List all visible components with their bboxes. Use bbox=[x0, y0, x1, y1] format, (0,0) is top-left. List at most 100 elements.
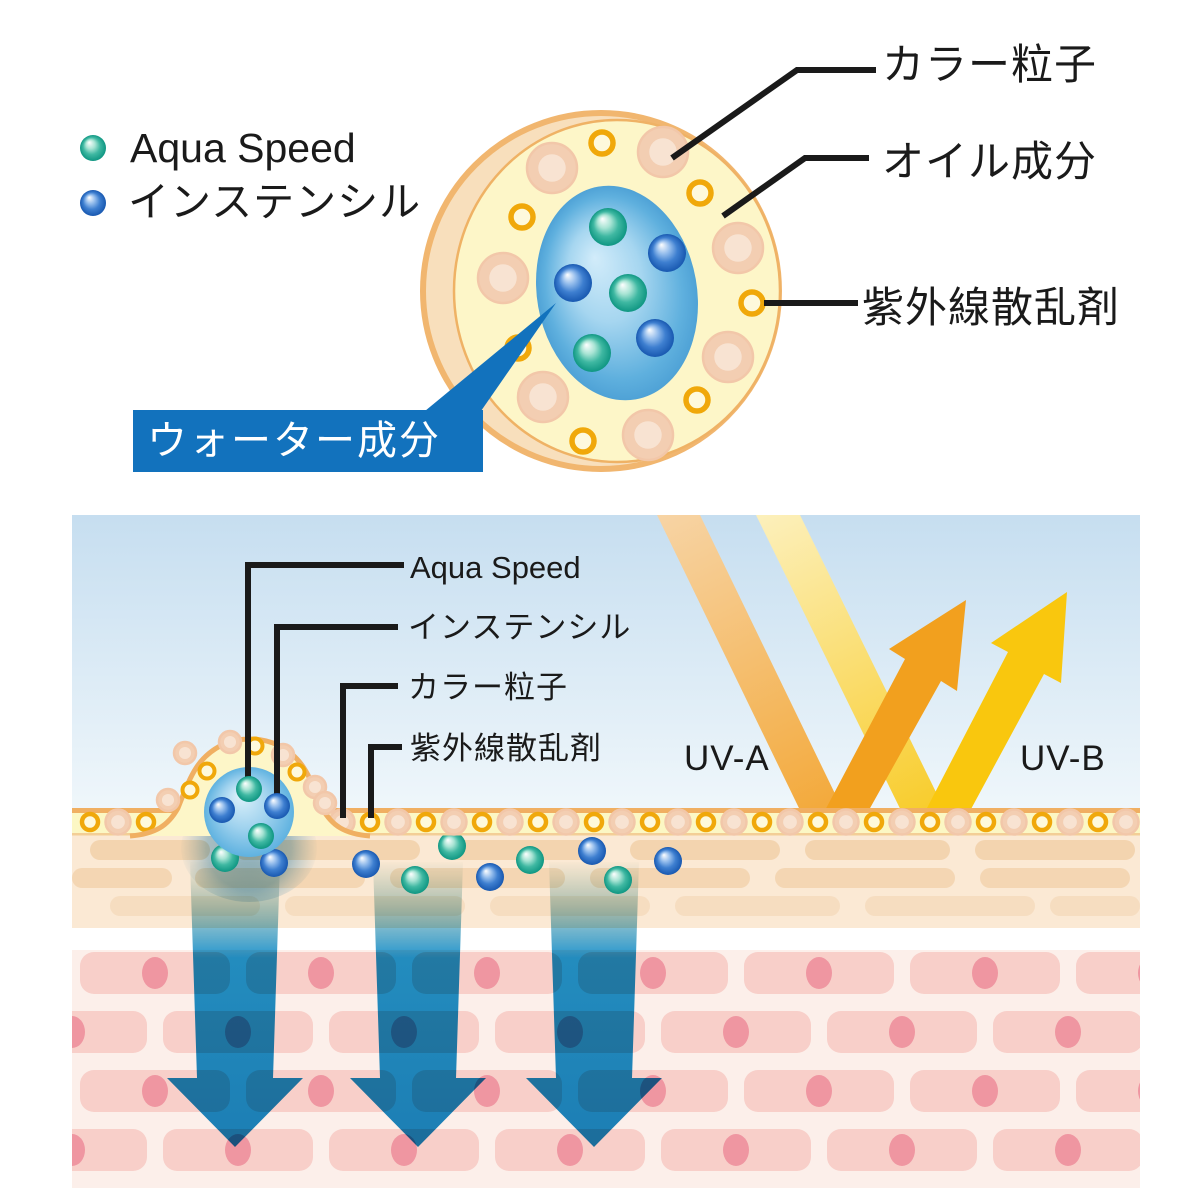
color-particle-core bbox=[447, 815, 461, 829]
instencil-sphere-icon bbox=[654, 847, 682, 875]
dermis-cell-nucleus bbox=[723, 1134, 749, 1166]
color-particle-core bbox=[503, 815, 517, 829]
color-particle-core bbox=[161, 793, 175, 807]
skin-aqua-speed-label: Aqua Speed bbox=[410, 550, 581, 585]
oil-component-label: オイル成分 bbox=[882, 138, 1098, 185]
droplet-ingredient-spheres bbox=[209, 776, 290, 849]
dermis-cell-nucleus bbox=[972, 957, 998, 989]
uv-scatter-ring-icon bbox=[738, 289, 766, 317]
uv-scatter-ring-icon bbox=[415, 811, 437, 833]
epidermis-pill bbox=[72, 868, 172, 888]
uv-scatter-ring-icon bbox=[197, 761, 217, 781]
aqua-speed-sphere-icon bbox=[236, 776, 262, 802]
color-particle-core bbox=[649, 138, 677, 166]
skin-diagram bbox=[72, 515, 1140, 1188]
uv-scatter-ring-icon bbox=[1031, 811, 1053, 833]
dermis-cell-nucleus bbox=[142, 957, 168, 989]
penetration-arrow-icon bbox=[167, 862, 303, 1147]
dermis-cell-nucleus bbox=[1055, 1134, 1081, 1166]
dermis-cell-nucleus bbox=[972, 1075, 998, 1107]
dermis-cell-nucleus bbox=[308, 1075, 334, 1107]
uvb-incoming-ray bbox=[756, 515, 957, 835]
dermis-cell bbox=[72, 1129, 147, 1171]
uv-scatter-ring-icon bbox=[569, 427, 597, 455]
color-particle-core bbox=[671, 815, 685, 829]
aqua-speed-sphere-icon bbox=[438, 832, 466, 860]
dermis-cell-nucleus bbox=[1138, 964, 1140, 982]
uv-scatter-ring-icon bbox=[583, 811, 605, 833]
dermis-cell-nucleus bbox=[889, 1016, 915, 1048]
color-particle-core bbox=[559, 815, 573, 829]
legend-instencil-label: インステンシル bbox=[128, 179, 422, 225]
color-particle-core bbox=[538, 154, 566, 182]
leader-color-particles bbox=[670, 67, 876, 161]
instencil-sphere-icon bbox=[648, 234, 686, 272]
color-particles-label: カラー粒子 bbox=[882, 41, 1098, 88]
instencil-sphere-icon bbox=[352, 850, 380, 878]
leader-instencil bbox=[274, 624, 398, 801]
epidermis-pill bbox=[865, 896, 1035, 916]
uv-scatter-ring-icon bbox=[695, 811, 717, 833]
dermis-cell-nucleus bbox=[640, 957, 666, 989]
color-particle-core bbox=[615, 815, 629, 829]
dermis-cell bbox=[72, 1011, 147, 1053]
capsule-diagram bbox=[80, 67, 876, 472]
dermis-cell-nucleus bbox=[806, 1075, 832, 1107]
dermis-cell-nucleus bbox=[889, 1134, 915, 1166]
surface-film-top-border bbox=[72, 808, 1140, 813]
uv-scatter-ring-icon bbox=[135, 811, 157, 833]
uv-scatter-ring-icon bbox=[471, 811, 493, 833]
uv-b-label: UV-B bbox=[1020, 739, 1106, 778]
uv-scatter-ring-icon bbox=[508, 203, 536, 231]
dermis-cell-nucleus bbox=[557, 1134, 583, 1166]
uv-scatter-ring-icon bbox=[919, 811, 941, 833]
color-particle-core bbox=[111, 815, 125, 829]
aqua-speed-sphere-icon bbox=[401, 866, 429, 894]
skin-color-particles-label: カラー粒子 bbox=[408, 670, 568, 705]
epidermis-pill bbox=[775, 868, 955, 888]
color-particle-core bbox=[308, 780, 322, 794]
dermis-cell bbox=[1076, 1070, 1140, 1112]
instencil-sphere-icon bbox=[554, 264, 592, 302]
uv-scatter-ring-icon bbox=[287, 762, 307, 782]
uva-incoming-ray bbox=[657, 515, 855, 835]
epidermis-pill bbox=[90, 840, 210, 860]
uv-scatter-ring-icon bbox=[180, 780, 200, 800]
dermis-cell-nucleus bbox=[723, 1016, 749, 1048]
dispersed-ingredient-spheres bbox=[211, 832, 682, 894]
epidermis-pill bbox=[980, 868, 1130, 888]
uv-scatter-ring-icon bbox=[863, 811, 885, 833]
skin-instencil-label: インステンシル bbox=[408, 610, 632, 645]
aqua-speed-sphere-icon bbox=[573, 334, 611, 372]
dermis-cell-nucleus bbox=[806, 957, 832, 989]
dermis-cell-nucleus bbox=[1138, 1082, 1140, 1100]
surface-film-bottom-border bbox=[72, 833, 1140, 836]
uv-scatter-ring-icon bbox=[527, 811, 549, 833]
instencil-sphere-icon bbox=[209, 797, 235, 823]
color-particle-core bbox=[489, 264, 517, 292]
leader-color-particles-bottom bbox=[340, 683, 398, 818]
penetration-arrow-icon bbox=[526, 862, 662, 1147]
leader-aqua-speed bbox=[245, 562, 404, 786]
color-particle-core bbox=[727, 815, 741, 829]
dermis-cell-nucleus bbox=[142, 1075, 168, 1107]
surface-film-particles bbox=[79, 808, 1140, 836]
uv-scatter-ring-icon bbox=[588, 129, 616, 157]
uv-scatter-ring-icon bbox=[639, 811, 661, 833]
uv-scatter-ring-icon bbox=[1087, 811, 1109, 833]
color-particle-core bbox=[839, 815, 853, 829]
instencil-sphere-icon bbox=[476, 863, 504, 891]
penetration-arrow-icon bbox=[350, 862, 486, 1147]
uvb-reflected-arrow bbox=[913, 592, 1067, 835]
dermis-cell bbox=[1076, 952, 1140, 994]
water-label-pointer bbox=[425, 303, 556, 411]
instencil-sphere-icon bbox=[636, 319, 674, 357]
color-particle-core bbox=[951, 815, 965, 829]
aqua-speed-sphere-icon bbox=[589, 208, 627, 246]
uv-scatter-ring-icon bbox=[751, 811, 773, 833]
dermis-cell-nucleus bbox=[72, 1016, 85, 1048]
uv-scatter-ring-icons bbox=[504, 129, 766, 455]
legend-aqua-speed-sphere-icon bbox=[80, 135, 106, 161]
